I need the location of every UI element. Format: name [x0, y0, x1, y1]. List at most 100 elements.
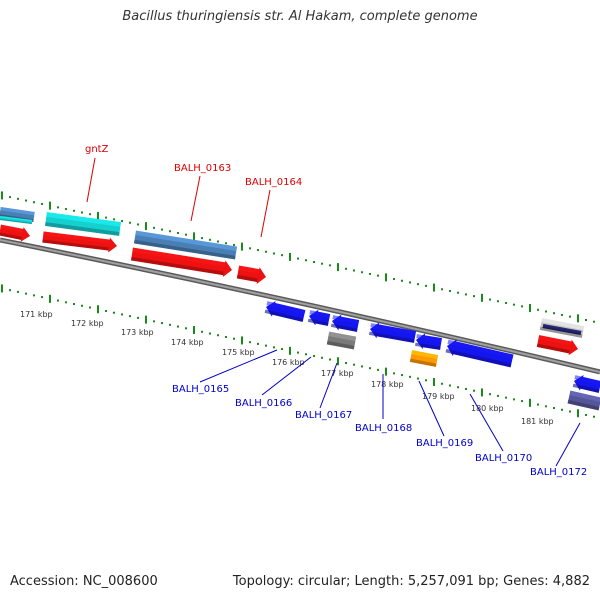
reverse-tick [353, 363, 355, 366]
forward-tick [193, 232, 195, 241]
reverse-tick [345, 361, 347, 364]
gene-label-gntz[interactable]: gntZ [85, 144, 109, 155]
kbp-label: 175 kbp [222, 348, 255, 357]
gene-label-balh-0165[interactable]: BALH_0165 [172, 384, 229, 395]
forward-tick [529, 304, 531, 313]
kbp-label: 179 kbp [422, 392, 455, 401]
gene-block-cyan-highlight [0, 216, 33, 222]
cds-arrow [536, 335, 578, 356]
gene-arrow-blue [330, 314, 360, 332]
genome-summary: Topology: circular; Length: 5,257,091 bp… [232, 574, 590, 589]
forward-tick [585, 319, 587, 322]
gene-block-steel-shadow [133, 239, 236, 260]
gene-arrow-blue-highlight [309, 310, 331, 319]
cds-arrow-shadow [130, 256, 224, 276]
forward-tick [345, 267, 347, 270]
forward-tick [321, 262, 323, 265]
leader-line [469, 393, 504, 452]
reverse-tick [553, 407, 555, 410]
gene-arrow-blue-shadow [572, 383, 600, 393]
kbp-label: 178 kbp [371, 380, 404, 389]
kbp-label: 181 kbp [521, 417, 554, 426]
forward-tick [89, 213, 91, 216]
reverse-tick [121, 313, 123, 316]
reverse-tick [257, 342, 259, 345]
cds-arrow-shadow [42, 239, 109, 251]
forward-tick [217, 240, 219, 243]
reverse-tick [129, 315, 131, 318]
forward-tick [169, 230, 171, 233]
gene-arrow-blue-highlight [574, 375, 600, 386]
reverse-tick [489, 393, 491, 396]
reverse-tick [497, 394, 499, 397]
cds-arrow [0, 224, 30, 242]
forward-tick [161, 228, 163, 231]
reverse-tick [369, 367, 371, 370]
forward-tick [425, 284, 427, 287]
gene-label-balh-0170[interactable]: BALH_0170 [475, 453, 532, 464]
gene-block-cyan [45, 212, 121, 236]
forward-tick [241, 242, 243, 251]
gene-arrow-blue-highlight [416, 334, 442, 343]
gene-label-balh-0169[interactable]: BALH_0169 [416, 438, 473, 449]
gene-block-steel-highlight [135, 230, 238, 251]
reverse-tick [73, 303, 75, 306]
forward-tick [289, 252, 291, 261]
gene-label-balh-0164[interactable]: BALH_0164 [245, 177, 302, 188]
reverse-tick [481, 388, 483, 397]
reverse-tick [265, 344, 267, 347]
reverse-tick [153, 320, 155, 323]
gene-label-balh-0167[interactable]: BALH_0167 [295, 410, 352, 421]
gene-block-navy-highlight [543, 324, 582, 333]
reverse-tick [41, 296, 43, 299]
gene-arrow-blue [572, 375, 600, 393]
reverse-tick [305, 353, 307, 356]
reverse-tick [249, 341, 251, 344]
gene-label-balh-0166[interactable]: BALH_0166 [235, 398, 292, 409]
forward-tick [209, 238, 211, 241]
forward-tick [177, 231, 179, 234]
forward-tick [497, 300, 499, 303]
gene-arrow-blue-highlight [332, 315, 360, 325]
gene-block-cyan-shadow [0, 218, 32, 224]
kbp-label: 171 kbp [20, 310, 53, 319]
cds-arrow-highlight [238, 265, 260, 274]
reverse-tick [89, 306, 91, 309]
forward-tick [553, 312, 555, 315]
forward-tick [593, 320, 595, 323]
kbp-label: 176 kbp [272, 358, 305, 367]
gene-label-balh-0163[interactable]: BALH_0163 [174, 163, 231, 174]
accession-text: Accession: NC_008600 [10, 574, 158, 589]
reverse-tick [329, 358, 331, 361]
reverse-tick [449, 384, 451, 387]
reverse-tick [113, 311, 115, 314]
forward-tick [353, 269, 355, 272]
reverse-tick [401, 374, 403, 377]
forward-tick [113, 218, 115, 221]
forward-tick [105, 216, 107, 219]
forward-tick [537, 308, 539, 311]
gene-block-gray [326, 331, 357, 350]
gene-arrow-blue-shadow [445, 348, 512, 368]
gene-arrow-blue-shadow [330, 323, 358, 332]
gene-label-balh-0168[interactable]: BALH_0168 [355, 423, 412, 434]
cds-arrow [42, 231, 117, 253]
leader-line [555, 422, 581, 467]
forward-tick [305, 259, 307, 262]
cds-arrow-shadow [536, 343, 570, 354]
reverse-tick [433, 378, 435, 387]
forward-tick [561, 313, 563, 316]
gene-label-balh-0172[interactable]: BALH_0172 [530, 467, 587, 478]
cds-arrow-shadow [236, 274, 258, 282]
reverse-tick [105, 309, 107, 312]
reverse-tick [9, 289, 11, 292]
reverse-tick [417, 377, 419, 380]
reverse-tick [313, 355, 315, 358]
reverse-tick [393, 372, 395, 375]
forward-tick [457, 291, 459, 294]
forward-tick [385, 273, 387, 282]
gene-block-orange-highlight [411, 350, 439, 360]
forward-tick [137, 223, 139, 226]
gene-arrow-blue-shadow [415, 342, 441, 350]
